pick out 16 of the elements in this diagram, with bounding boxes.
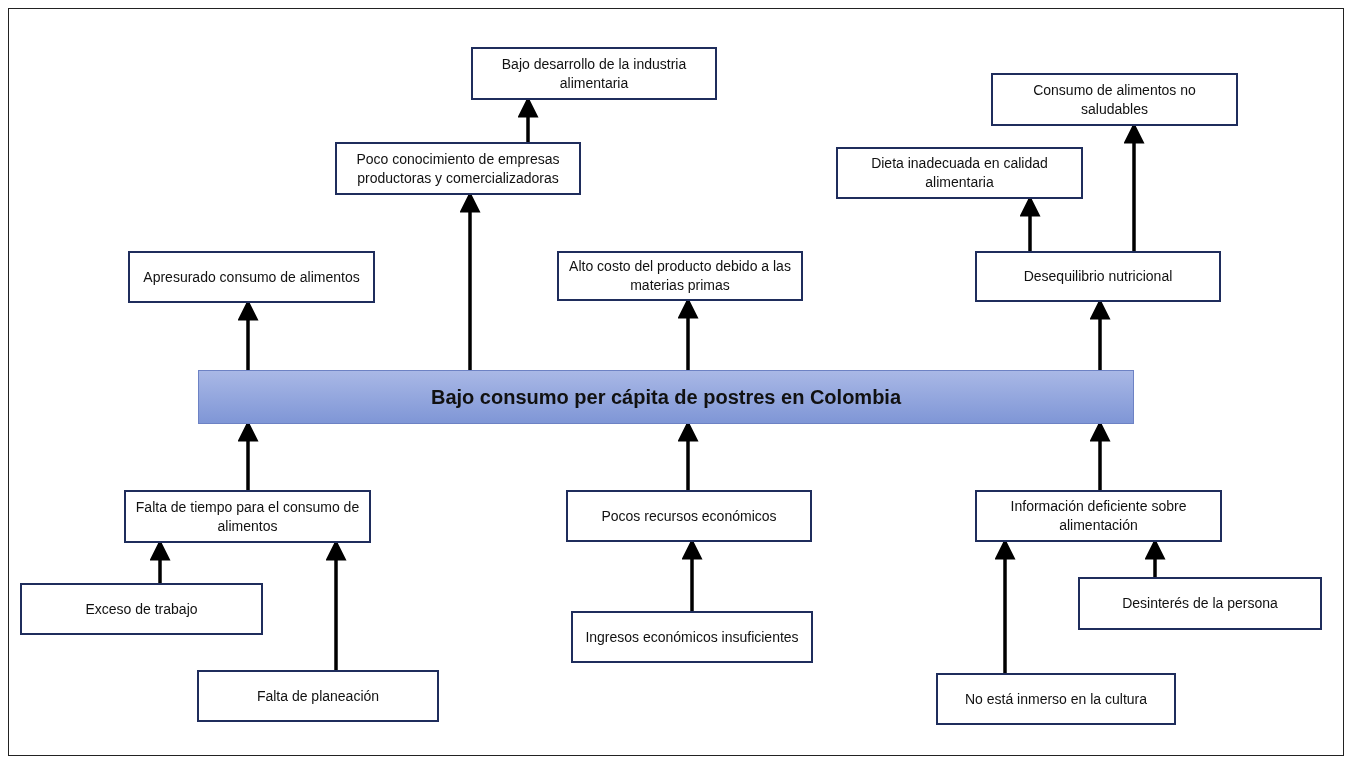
cause-effect-box: Consumo de alimentos no saludables	[991, 73, 1238, 126]
cause-effect-box: Falta de planeación	[197, 670, 439, 722]
cause-effect-box: Desequilibrio nutricional	[975, 251, 1221, 302]
cause-effect-box: Poco conocimiento de empresas productoras y comercializadoras	[335, 142, 581, 195]
cause-effect-box: Alto costo del producto debido a las materias primas	[557, 251, 803, 301]
cause-effect-box: Información deficiente sobre alimentación	[975, 490, 1222, 542]
cause-effect-box: Ingresos económicos insuficientes	[571, 611, 813, 663]
cause-effect-box: Desinterés de la persona	[1078, 577, 1322, 630]
cause-effect-box: Dieta inadecuada en calidad alimentaria	[836, 147, 1083, 199]
cause-effect-box: Pocos recursos económicos	[566, 490, 812, 542]
cause-effect-box: Falta de tiempo para el consumo de alimentos	[124, 490, 371, 543]
problem-box: Bajo consumo per cápita de postres en Colombia	[198, 370, 1134, 424]
cause-effect-box: No está inmerso en la cultura	[936, 673, 1176, 725]
cause-effect-box: Bajo desarrollo de la industria alimentaria	[471, 47, 717, 100]
cause-effect-box: Apresurado consumo de alimentos	[128, 251, 375, 303]
cause-effect-box: Exceso de trabajo	[20, 583, 263, 635]
